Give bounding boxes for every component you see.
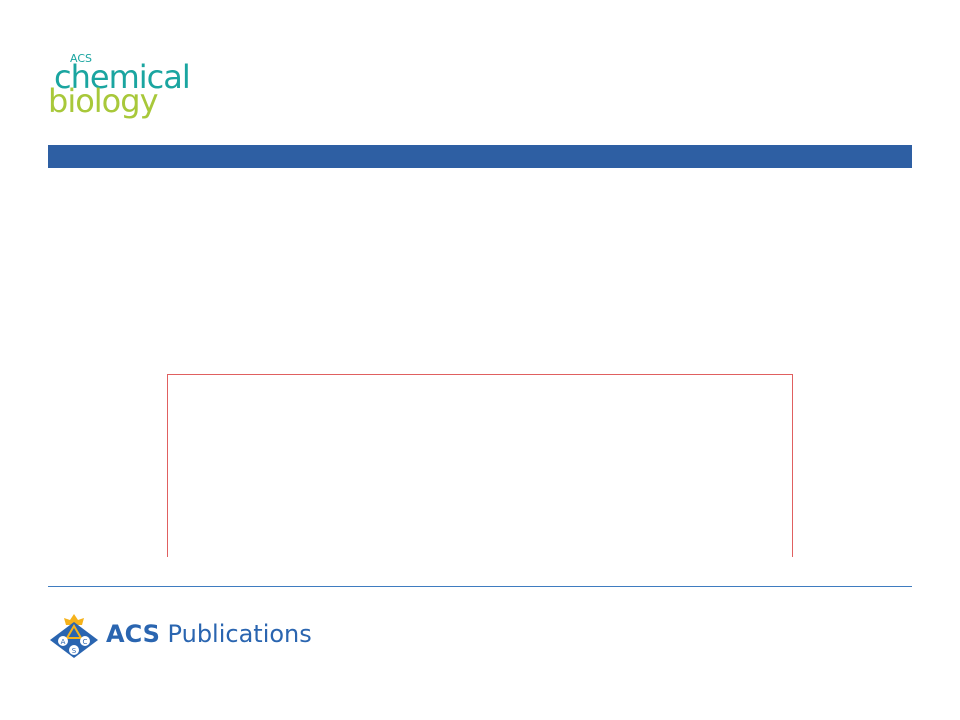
header-bar — [48, 145, 912, 168]
logo-biology-text: biology — [48, 82, 158, 120]
logo-chemical-text: chemical — [54, 58, 190, 96]
emblem-letter-s: S — [72, 647, 77, 655]
figure-frame — [167, 374, 793, 557]
wordmark-acs: ACS — [106, 620, 160, 648]
acs-emblem-icon: A C S — [50, 614, 98, 658]
acs-publications-wordmark: ACS Publications — [106, 614, 312, 654]
logo-acs-text: ACS — [70, 52, 92, 65]
emblem-letter-a: A — [61, 638, 66, 646]
footer-divider — [48, 586, 912, 587]
acs-chemical-biology-logo: ACS chemical biology — [48, 52, 191, 120]
emblem-letter-c: C — [83, 638, 88, 646]
wordmark-publications: Publications — [159, 620, 312, 648]
